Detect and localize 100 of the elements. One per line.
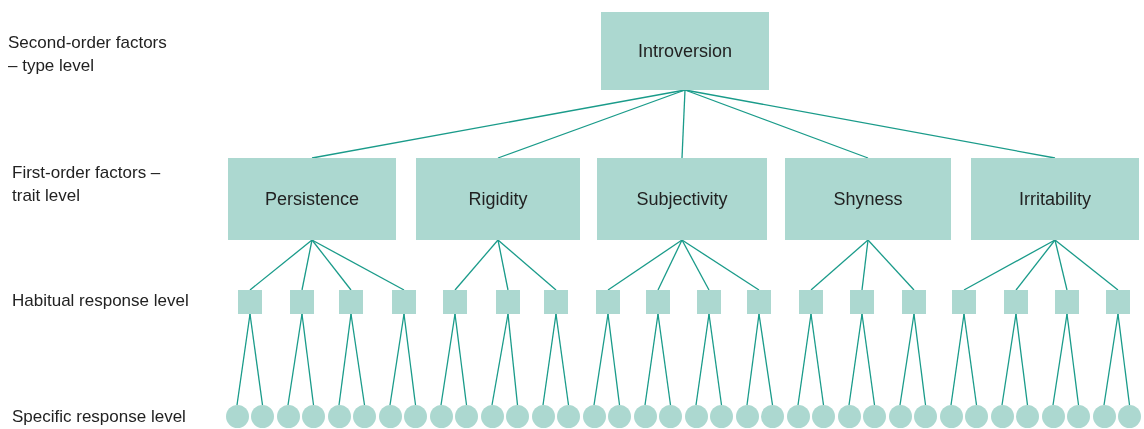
connector-line <box>1103 313 1119 406</box>
connector-line <box>681 239 710 291</box>
response-circle <box>582 405 606 428</box>
level-label: Specific response level <box>12 406 187 428</box>
connector-line <box>542 313 557 406</box>
connector-line <box>1066 313 1080 406</box>
connector-line <box>236 313 251 406</box>
response-circle <box>302 405 325 428</box>
response-circle <box>1016 405 1039 428</box>
response-circle <box>735 405 759 428</box>
response-square <box>850 290 874 314</box>
connector-line <box>389 313 405 406</box>
response-circle <box>659 405 682 428</box>
factor-name: Irritability <box>1019 188 1091 210</box>
response-square <box>238 290 262 314</box>
factor-name: Subjectivity <box>636 188 728 210</box>
connector-line <box>810 239 869 291</box>
factor-box <box>971 158 1139 240</box>
connector-line <box>963 239 1056 291</box>
connector-line <box>403 313 417 406</box>
response-square <box>1106 290 1130 314</box>
connector-line <box>681 89 686 159</box>
factor-box <box>601 12 769 90</box>
response-circle <box>786 405 810 428</box>
response-square <box>902 290 926 314</box>
response-circle <box>914 405 937 428</box>
factor-box <box>785 158 951 240</box>
factor-name: Shyness <box>833 188 903 210</box>
response-square <box>952 290 976 314</box>
response-circle <box>429 405 453 428</box>
connector-line <box>338 313 352 406</box>
connector-line <box>1054 239 1068 291</box>
response-circle <box>684 405 708 428</box>
response-circle <box>404 405 427 428</box>
response-square <box>443 290 467 314</box>
connector-line <box>861 239 869 291</box>
response-circle <box>455 405 478 428</box>
connector-line <box>1052 313 1068 406</box>
response-circle <box>327 405 351 428</box>
connector-line <box>1015 239 1056 291</box>
response-circle <box>557 405 580 428</box>
response-square <box>290 290 314 314</box>
connector-line <box>593 313 609 406</box>
response-square <box>697 290 721 314</box>
connector-line <box>1015 313 1029 406</box>
response-circle <box>1118 405 1141 428</box>
response-square <box>544 290 568 314</box>
connector-line <box>497 239 509 291</box>
connector-line <box>695 313 710 406</box>
response-circle <box>1041 405 1065 428</box>
connector-line <box>657 313 672 406</box>
connector-line <box>454 239 499 291</box>
connector-line <box>249 313 264 406</box>
connector-line <box>301 239 313 291</box>
connector-line <box>491 313 509 406</box>
response-circle <box>1092 405 1116 428</box>
connector-line <box>758 313 774 406</box>
connector-line <box>657 239 683 291</box>
factor-name: Persistence <box>264 188 359 210</box>
response-circle <box>531 405 555 428</box>
connector-line <box>311 239 405 291</box>
connector-line <box>497 239 557 291</box>
connector-line <box>684 89 1056 159</box>
response-circle <box>761 405 784 428</box>
connector-line <box>287 313 303 406</box>
connector-line <box>797 313 812 406</box>
response-square <box>1004 290 1028 314</box>
connector-line <box>1001 313 1017 406</box>
connector-line <box>644 313 659 406</box>
connector-line <box>1117 313 1131 406</box>
level-label: Habitual response level <box>12 290 190 312</box>
response-square <box>747 290 771 314</box>
connector-line <box>913 313 927 406</box>
connector-line <box>746 313 760 406</box>
response-circle <box>965 405 988 428</box>
response-square <box>1055 290 1079 314</box>
response-circle <box>251 405 274 428</box>
connector-line <box>607 239 683 291</box>
response-circle <box>480 405 504 428</box>
response-circle <box>939 405 963 428</box>
connector-line <box>311 239 352 291</box>
factor-box <box>228 158 396 240</box>
factor-name: Introversion <box>637 40 732 62</box>
response-circle <box>990 405 1014 428</box>
connector-line <box>684 89 869 159</box>
response-circle <box>378 405 402 428</box>
connector-line <box>454 313 468 406</box>
response-circle <box>837 405 861 428</box>
connector-line <box>555 313 570 406</box>
factor-name: Rigidity <box>468 188 528 210</box>
response-square <box>646 290 670 314</box>
response-circle <box>812 405 835 428</box>
response-square <box>339 290 363 314</box>
response-circle <box>1067 405 1090 428</box>
level-label: First-order factors – trait level <box>12 162 162 207</box>
response-circle <box>506 405 529 428</box>
response-square <box>496 290 520 314</box>
connector-line <box>810 313 825 406</box>
response-circle <box>633 405 657 428</box>
connector-line <box>507 313 519 406</box>
